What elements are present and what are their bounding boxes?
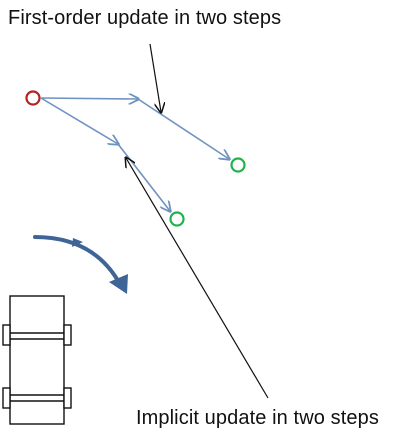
first-order-goal-marker-icon (230, 157, 246, 173)
car-outline-icon (2, 295, 72, 425)
first-order-step-1-arrow (40, 98, 138, 99)
start-marker-icon (25, 90, 41, 106)
top-annotation-pointer-arrow (149, 43, 161, 112)
curved-arrow-notch-icon (72, 238, 83, 247)
curved-arrow-icon (33, 235, 123, 288)
bottom-annotation-pointer-arrow (126, 158, 269, 399)
implicit-goal-marker-icon (169, 211, 185, 227)
curved-arrow-head-icon (109, 274, 128, 294)
implicit-step-1-arrow (40, 97, 118, 144)
first-order-step-2-arrow (137, 98, 229, 159)
first-order-label: First-order update in two steps (8, 7, 282, 29)
implicit-label: Implicit update in two steps (136, 407, 379, 429)
implicit-step-2-arrow (117, 143, 170, 211)
